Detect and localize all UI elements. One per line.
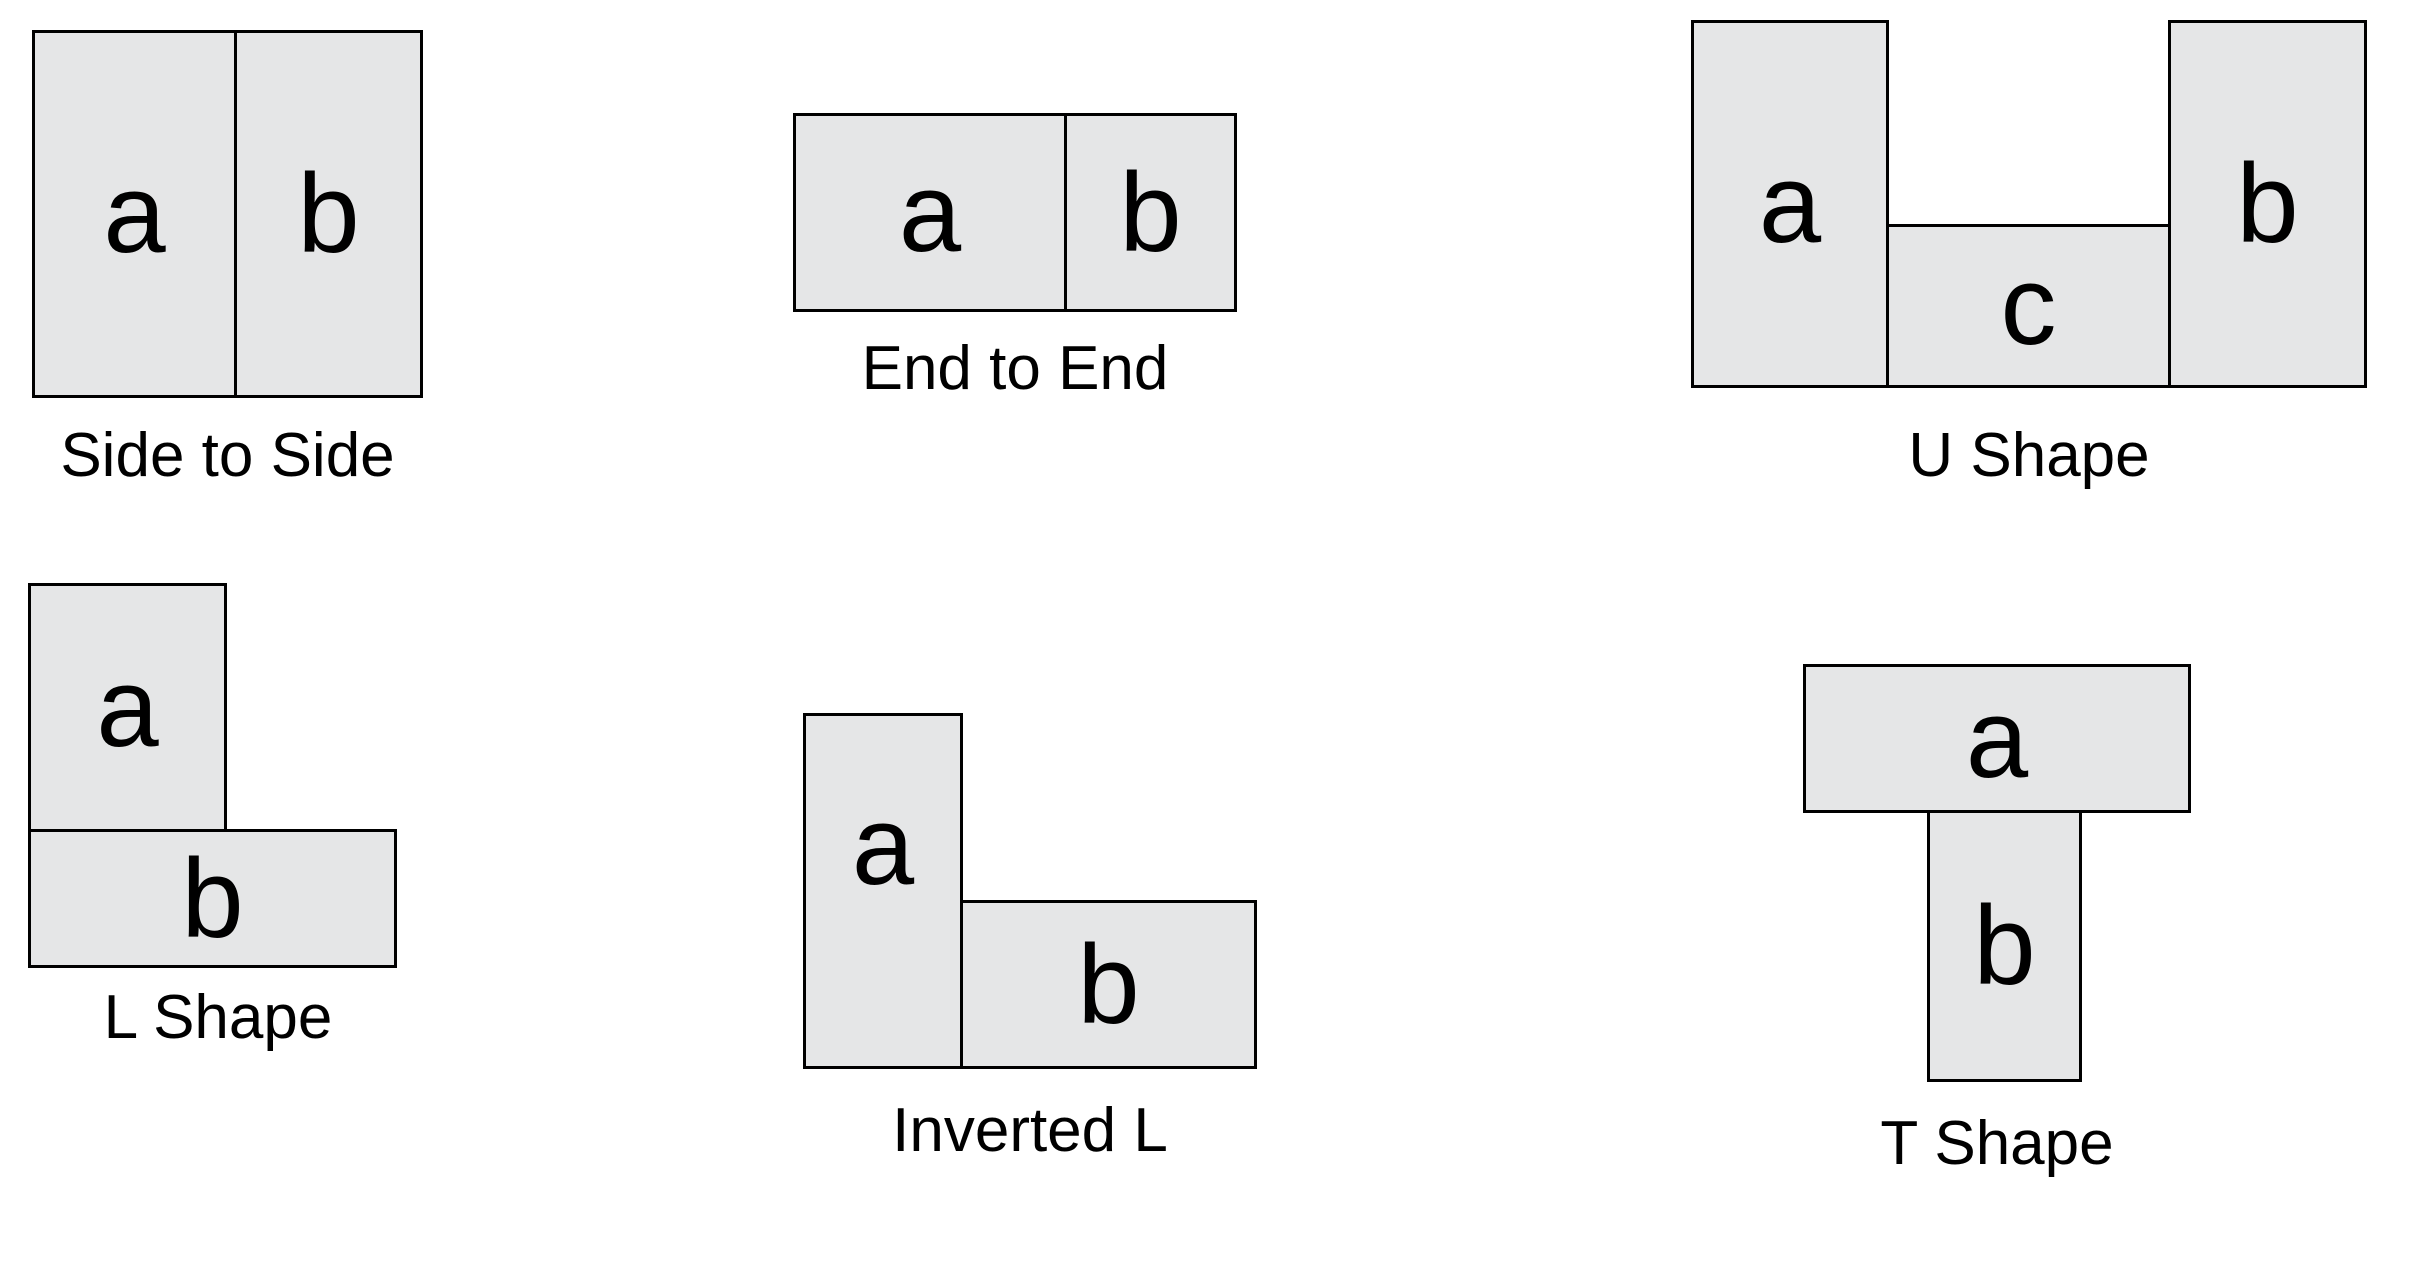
rect-letter-b: b — [2236, 141, 2299, 266]
rect-letter-a: a — [103, 151, 166, 276]
t-shape-rect-b: b — [1927, 810, 2082, 1082]
rect-letter-a: a — [851, 783, 915, 908]
side-to-side-rect-a: a — [32, 30, 237, 398]
rect-letter-b: b — [297, 151, 360, 276]
caption-t-shape: T Shape — [1880, 1109, 2114, 1178]
l-shape-rect-b: b — [28, 829, 397, 968]
u-shape-rect-a: a — [1691, 20, 1889, 388]
rect-letter-b: b — [1077, 921, 1140, 1047]
l-shape-rect-a: a — [28, 583, 227, 832]
u-shape-rect-c: c — [1886, 224, 2171, 388]
caption-side-to-side: Side to Side — [60, 421, 395, 490]
rect-letter-a: a — [96, 644, 159, 770]
caption-l-shape: L Shape — [103, 983, 333, 1052]
rect-letter-a: a — [898, 149, 962, 275]
u-shape-rect-b: b — [2168, 20, 2367, 388]
rect-letter-a: a — [1965, 675, 2029, 801]
rect-letter-b: b — [181, 835, 244, 961]
inverted-l-rect-a: a — [803, 713, 963, 1069]
t-shape-rect-a: a — [1803, 664, 2191, 813]
caption-end-to-end: End to End — [861, 334, 1169, 403]
rect-letter-b: b — [1973, 883, 2036, 1008]
rect-letter-a: a — [1758, 141, 1822, 266]
side-to-side-rect-b: b — [234, 30, 423, 398]
end-to-end-rect-a: a — [793, 113, 1067, 312]
caption-inverted-l: Inverted L — [892, 1096, 1168, 1165]
caption-u-shape: U Shape — [1908, 421, 2150, 490]
inverted-l-rect-b: b — [960, 900, 1257, 1069]
rect-letter-c: c — [2000, 243, 2057, 368]
end-to-end-rect-b: b — [1064, 113, 1237, 312]
rect-letter-b: b — [1119, 149, 1182, 275]
